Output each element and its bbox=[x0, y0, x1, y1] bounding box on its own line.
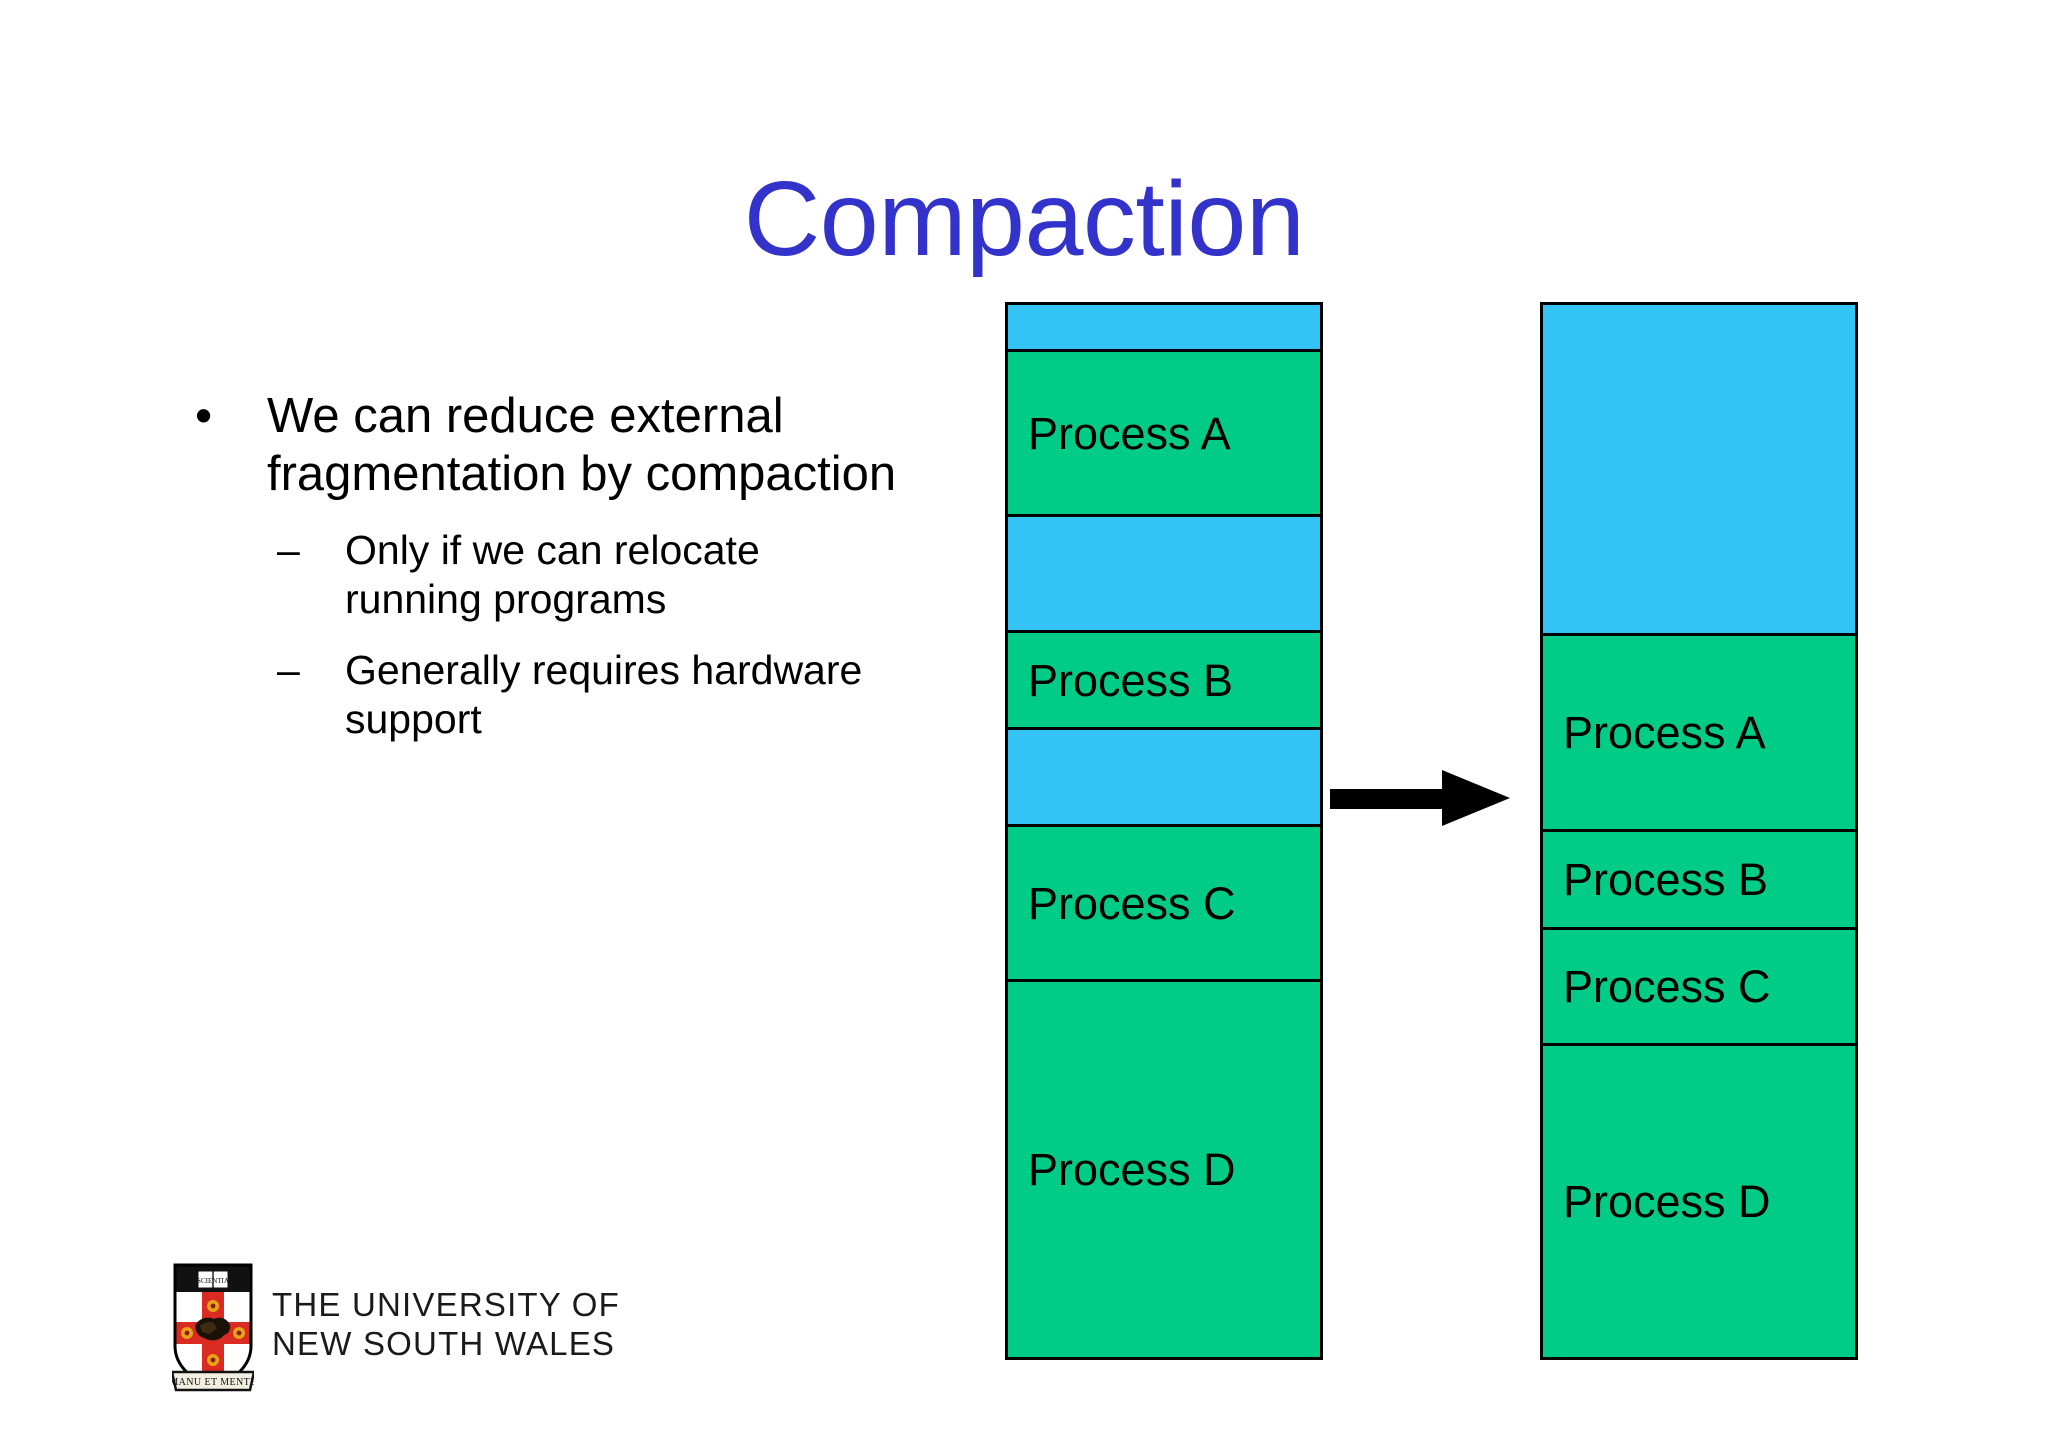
memory-block-label: Process C bbox=[1028, 877, 1236, 929]
memory-block-label: Process C bbox=[1563, 960, 1771, 1012]
memory-block-process-c: Process C bbox=[1543, 929, 1855, 1046]
memory-block-process-a: Process A bbox=[1008, 352, 1320, 518]
memory-column-before: Process A Process B Process C Process D bbox=[1005, 302, 1323, 1360]
compaction-arrow-icon bbox=[1330, 770, 1510, 826]
memory-block-process-c: Process C bbox=[1008, 826, 1320, 983]
unsw-wordmark: THE UNIVERSITY OF NEW SOUTH WALES bbox=[272, 1286, 620, 1364]
memory-block-process-b: Process B bbox=[1008, 633, 1320, 730]
bullet-marker-dash: – bbox=[277, 647, 300, 693]
memory-block-label: Process B bbox=[1563, 853, 1769, 905]
memory-block-label: Process B bbox=[1028, 654, 1234, 706]
bullet-item-level1: • We can reduce external fragmentation b… bbox=[185, 388, 905, 504]
bullet-item-level2: – Generally requires hardware support bbox=[185, 646, 905, 744]
memory-block-label: Process A bbox=[1563, 707, 1766, 759]
memory-block-process-a: Process A bbox=[1543, 636, 1855, 833]
svg-text:MANU ET MENTE: MANU ET MENTE bbox=[172, 1377, 254, 1388]
bullet-text: Only if we can relocate running programs bbox=[345, 526, 760, 622]
unsw-logo: SCIENTIA MANU ET MENTE THE UNIVERSITY OF… bbox=[172, 1262, 619, 1402]
svg-text:SCIENTIA: SCIENTIA bbox=[197, 1277, 229, 1285]
bullet-marker-dot: • bbox=[195, 389, 213, 443]
unsw-wordmark-line1: THE UNIVERSITY OF bbox=[272, 1286, 620, 1323]
memory-block-label: Process D bbox=[1563, 1175, 1771, 1227]
memory-column-after: Process A Process B Process C Process D bbox=[1540, 302, 1858, 1360]
unsw-crest-icon: SCIENTIA MANU ET MENTE bbox=[172, 1263, 254, 1392]
bullet-marker-dash: – bbox=[277, 526, 300, 573]
arrow-shaft bbox=[1330, 789, 1450, 809]
memory-block-label: Process D bbox=[1028, 1144, 1236, 1196]
memory-block-free bbox=[1008, 305, 1320, 353]
unsw-wordmark-line2: NEW SOUTH WALES bbox=[272, 1324, 616, 1362]
memory-block-free bbox=[1008, 729, 1320, 827]
bullet-text: Generally requires hardware support bbox=[345, 647, 863, 743]
memory-block-free bbox=[1543, 305, 1855, 637]
memory-block-free bbox=[1008, 517, 1320, 634]
memory-block-process-d: Process D bbox=[1008, 982, 1320, 1357]
memory-block-label: Process A bbox=[1028, 407, 1231, 459]
memory-block-process-b: Process B bbox=[1543, 832, 1855, 930]
bullet-list: • We can reduce external fragmentation b… bbox=[185, 388, 905, 744]
bullet-text: We can reduce external fragmentation by … bbox=[267, 389, 897, 501]
arrow-head bbox=[1442, 770, 1510, 826]
memory-block-process-d: Process D bbox=[1543, 1045, 1855, 1357]
page-title: Compaction bbox=[743, 160, 1305, 278]
bullet-item-level2: – Only if we can relocate running progra… bbox=[185, 526, 905, 624]
